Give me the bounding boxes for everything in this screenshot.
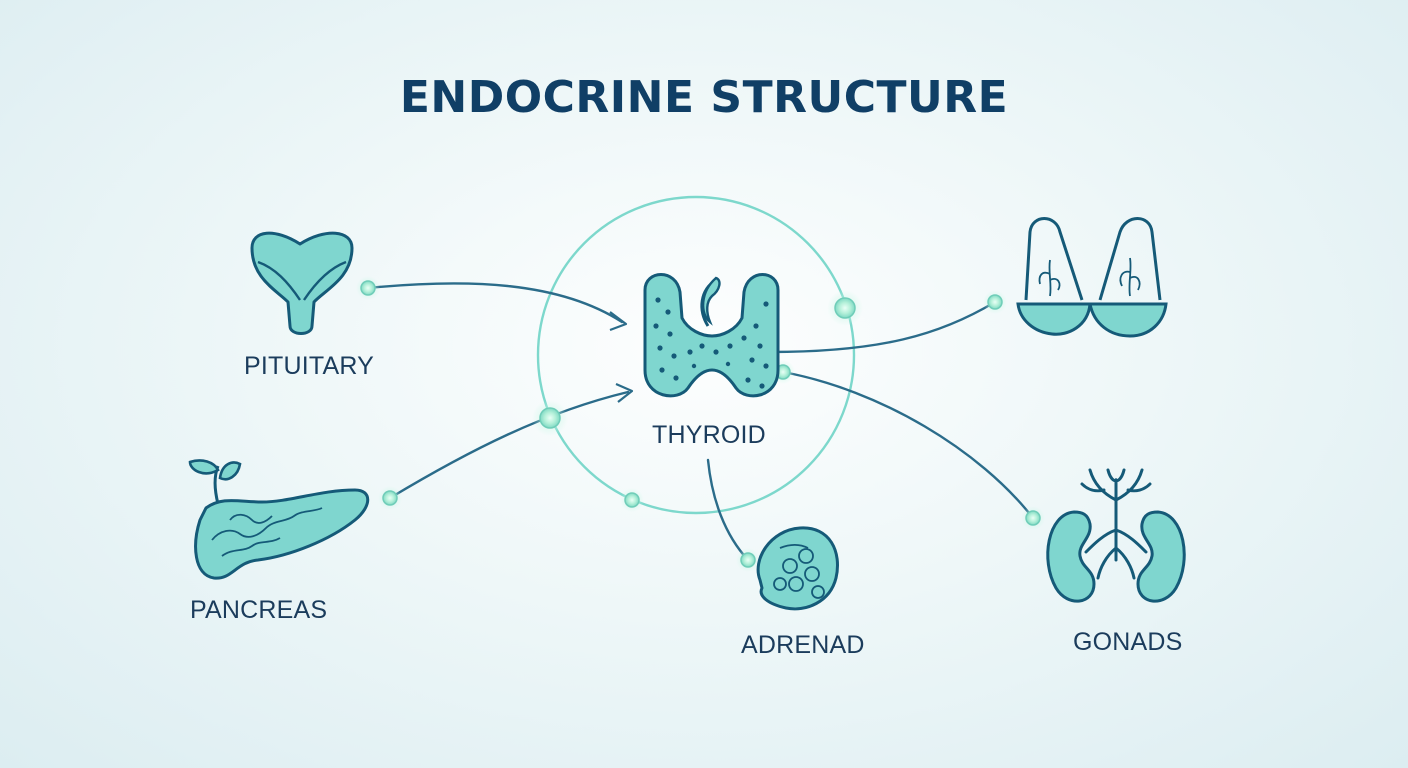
diagram-title: ENDOCRINE STRUCTURE	[399, 72, 1009, 123]
node-dot	[624, 492, 640, 508]
node-dot	[382, 490, 398, 506]
pancreas-icon	[188, 459, 370, 580]
node-dot	[1025, 510, 1041, 526]
connector-pancreas-thyroid	[388, 390, 630, 500]
label-adrenal: ADRENAD	[741, 631, 865, 659]
arrowhead-pancreas	[615, 382, 634, 403]
label-pituitary: PITUITARY	[244, 352, 375, 380]
label-pancreas: PANCREAS	[190, 596, 328, 624]
pituitary-icon	[250, 231, 354, 335]
connector-thyroid-gonads	[781, 370, 1035, 520]
thyroid-icon	[643, 273, 780, 398]
gonads-icon	[1046, 468, 1186, 603]
adrenal-icon	[756, 526, 839, 611]
node-dot	[987, 294, 1003, 310]
label-gonads: GONADS	[1073, 628, 1183, 656]
connector-thyroid-topright	[768, 300, 997, 354]
center-ring	[536, 195, 856, 515]
mammary-icon	[1016, 217, 1168, 338]
node-dots	[356, 276, 1045, 572]
node-dot	[539, 407, 561, 429]
node-dot	[360, 280, 376, 296]
node-dot	[834, 297, 856, 319]
node-dot	[740, 552, 756, 568]
connector-pituitary-thyroid	[366, 282, 624, 324]
arrowhead-pituitary	[609, 311, 628, 332]
label-thyroid: THYROID	[652, 421, 766, 449]
